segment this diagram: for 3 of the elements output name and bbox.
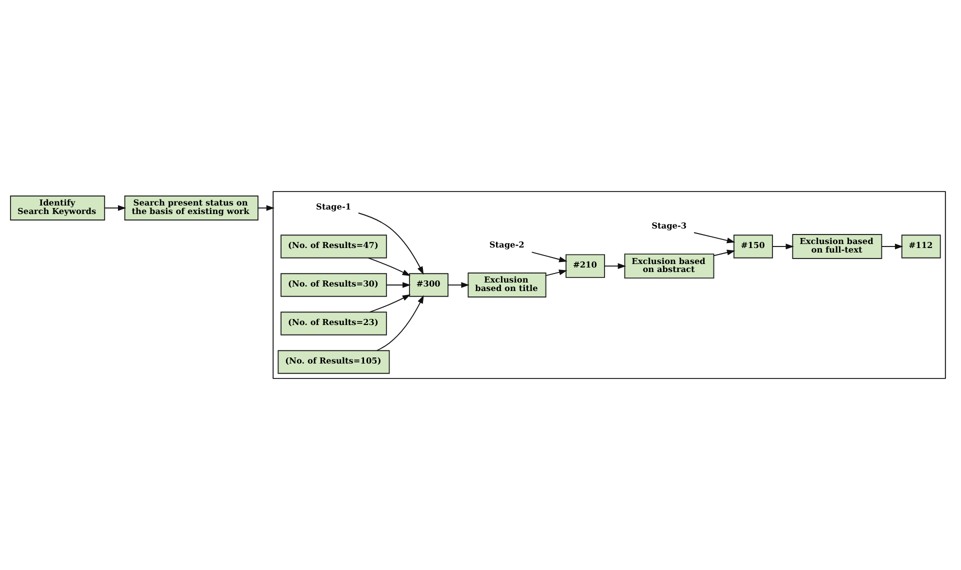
- node-text: Stage-3: [652, 220, 687, 230]
- node-text: Stage-2: [489, 239, 524, 250]
- node-text: Stage-1: [316, 202, 352, 212]
